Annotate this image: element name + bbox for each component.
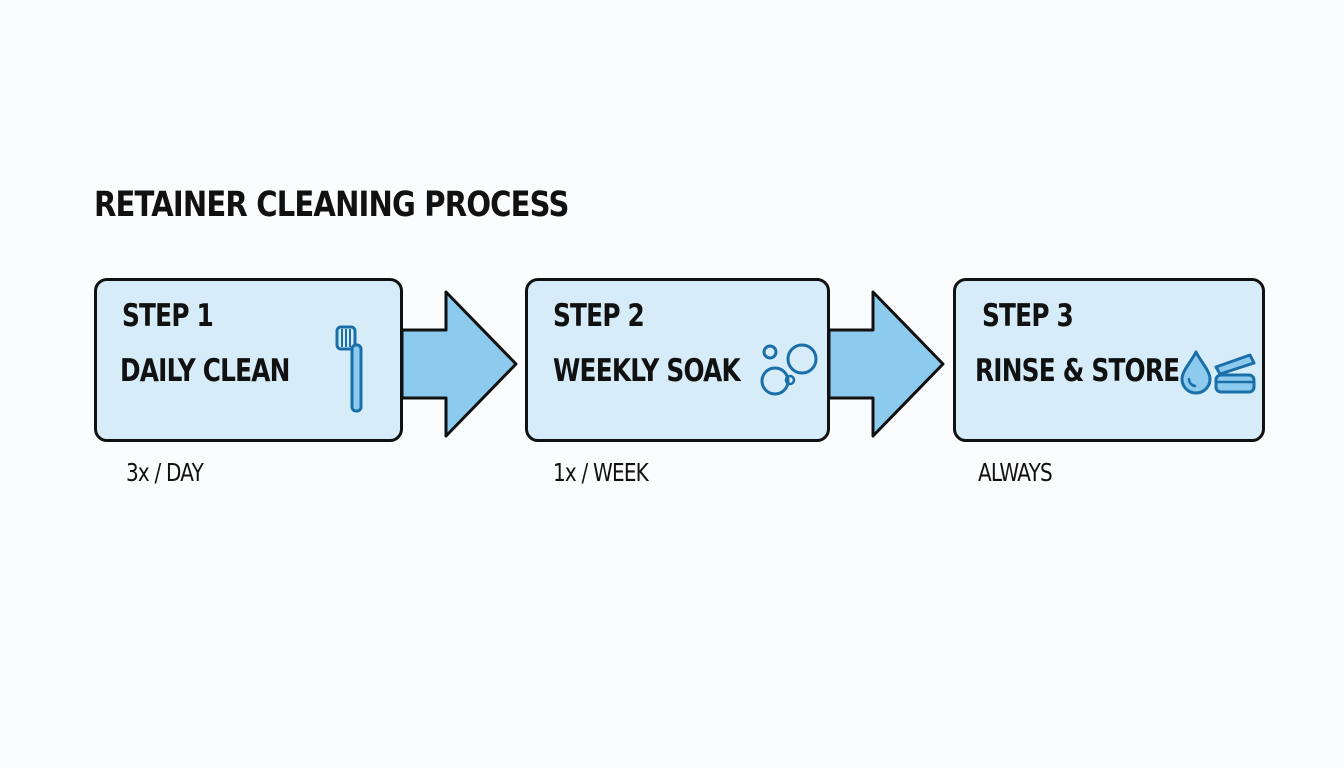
step-3-box: STEP 3 RINSE & STORE (953, 278, 1265, 442)
water-drop-icon (1180, 350, 1212, 395)
step-1-number: STEP 1 (122, 298, 214, 334)
step-2-box: STEP 2 WEEKLY SOAK (525, 278, 830, 442)
diagram-title: RETAINER CLEANING PROCESS (94, 185, 569, 225)
flow-arrow-1 (400, 290, 518, 438)
step-2-number: STEP 2 (553, 298, 645, 334)
flow-arrow-2 (827, 290, 945, 438)
step-3-name: RINSE & STORE (975, 353, 1180, 389)
toothbrush-icon (335, 325, 363, 413)
step-1-frequency: 3x / DAY (126, 458, 204, 487)
step-2-name: WEEKLY SOAK (553, 353, 741, 389)
bubbles-icon (760, 343, 818, 396)
step-3-number: STEP 3 (982, 298, 1074, 334)
step-2-frequency: 1x / WEEK (553, 458, 649, 487)
step-3-frequency: ALWAYS (978, 458, 1053, 487)
step-1-box: STEP 1 DAILY CLEAN (94, 278, 403, 442)
step-1-name: DAILY CLEAN (120, 353, 290, 389)
retainer-case-icon (1214, 353, 1256, 394)
